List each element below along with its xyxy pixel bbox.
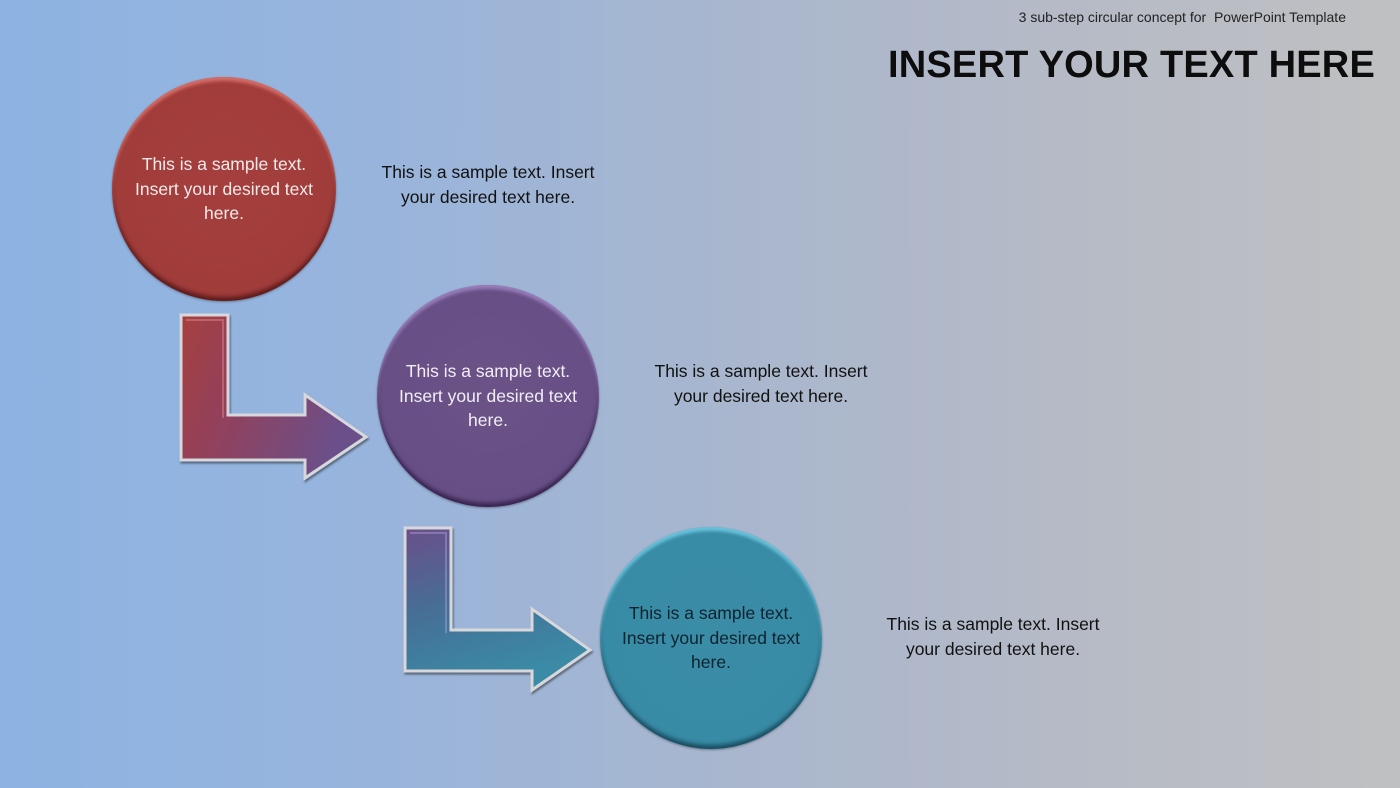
step-1-side-text: This is a sample text. Insert your desir…	[381, 162, 595, 207]
step-1-circle-text: This is a sample text. Insert your desir…	[135, 154, 313, 224]
step-3-circle-text: This is a sample text. Insert your desir…	[622, 603, 800, 673]
step-2-circle-text: This is a sample text. Insert your desir…	[399, 361, 577, 431]
step-3-side-text: This is a sample text. Insert your desir…	[886, 614, 1100, 659]
slide-subtitle: 3 sub-step circular concept for PowerPoi…	[1018, 9, 1346, 25]
slide-title: INSERT YOUR TEXT HERE	[887, 44, 1375, 86]
step-3-circle: This is a sample text. Insert your desir…	[600, 527, 822, 749]
step-1-circle: This is a sample text. Insert your desir…	[112, 77, 336, 301]
step-2-side-text: This is a sample text. Insert your desir…	[654, 361, 868, 406]
step-2-circle: This is a sample text. Insert your desir…	[377, 285, 599, 507]
